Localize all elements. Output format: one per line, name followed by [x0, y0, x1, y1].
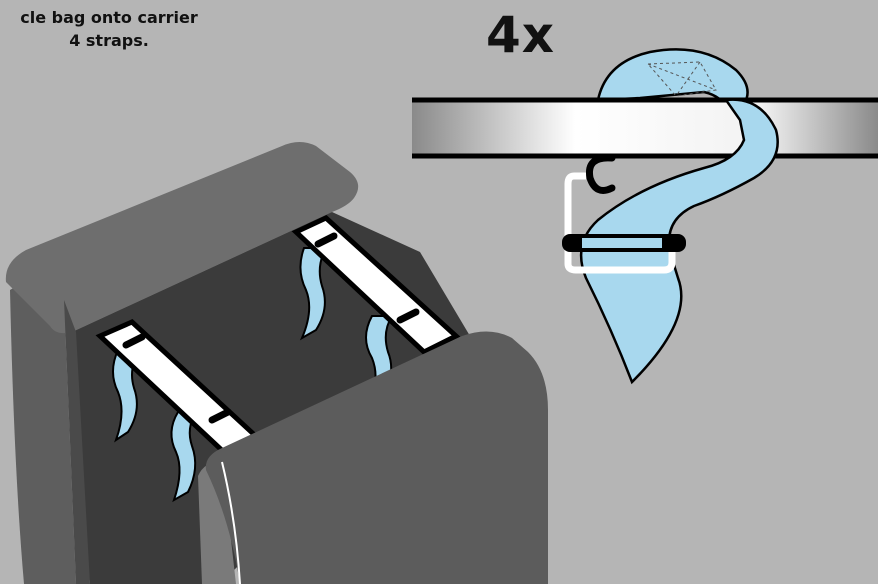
- buckle-icon: [562, 154, 686, 274]
- bag-front-pocket: [205, 331, 549, 584]
- instruction-text: cle bag onto carrier 4 straps.: [0, 6, 224, 52]
- bag-pocket-highlight: [221, 461, 241, 584]
- bag-top-flap: [5, 142, 359, 334]
- strap-wrap-front: [579, 98, 779, 385]
- bag-flap-edge: [64, 300, 90, 584]
- bike-bag-icon: [5, 142, 549, 584]
- carrier-bar-icon: [412, 97, 878, 159]
- bag-left-side: [10, 262, 76, 584]
- bag-straps: [95, 215, 461, 460]
- instruction-line-1: cle bag onto carrier: [20, 8, 198, 27]
- strap-stitching: [646, 61, 717, 97]
- instruction-line-2: 4 straps.: [69, 31, 149, 50]
- strap-loop-icon: [412, 48, 878, 385]
- bag-front-pocket-side: [198, 460, 236, 584]
- repeat-count: 4x: [486, 6, 556, 64]
